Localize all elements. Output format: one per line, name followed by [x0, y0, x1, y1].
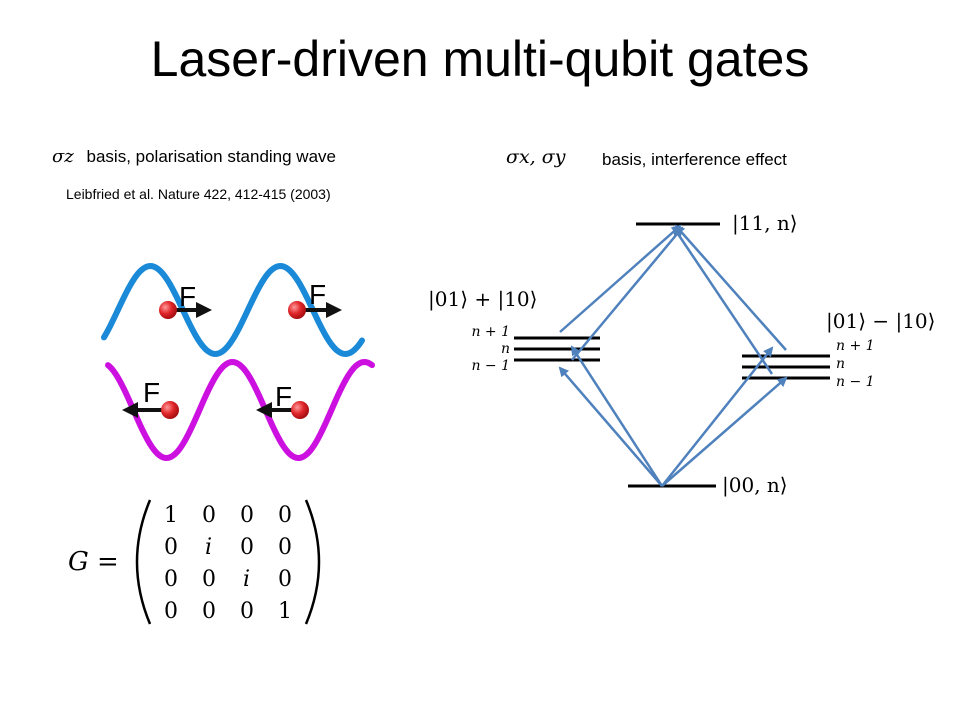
citation: Leibfried et al. Nature 422, 412-415 (20…	[66, 186, 331, 202]
matrix-cell: 0	[202, 599, 216, 624]
matrix-cell: 0	[202, 503, 216, 528]
transition-arrow	[559, 224, 682, 333]
sigma-z-symbol: σz	[52, 146, 74, 167]
transition-arrow	[570, 345, 664, 487]
state-right: |01⟩ − |10⟩	[826, 309, 935, 334]
right-sublevel: n	[836, 356, 845, 372]
matrix-cell: 0	[240, 503, 254, 528]
ion-4	[291, 401, 309, 419]
matrix-cell: 0	[278, 503, 292, 528]
state-top: |11, n⟩	[732, 211, 798, 236]
right-basis-text: basis, interference effect	[602, 150, 787, 169]
right-sublevel: n − 1	[836, 374, 875, 390]
left-basis-text: basis, polarisation standing wave	[86, 147, 336, 166]
transition-arrow	[661, 376, 788, 487]
left-sublevel: n − 1	[471, 358, 510, 374]
upper-standing-wave	[101, 262, 365, 358]
ion-3	[161, 401, 179, 419]
force-label-3: F	[143, 377, 160, 408]
ion-1	[159, 301, 177, 319]
state-left: |01⟩ + |10⟩	[428, 287, 537, 312]
transition-arrow	[571, 226, 684, 361]
lower-standing-wave	[105, 358, 375, 462]
force-label-2: F	[309, 279, 326, 310]
matrix-left-paren	[135, 499, 152, 625]
transition-arrow	[661, 346, 774, 487]
left-basis-heading: σz basis, polarisation standing wave	[52, 146, 336, 167]
force-label-1: F	[179, 281, 196, 312]
matrix-cell: i	[243, 567, 250, 592]
transition-arrow	[558, 366, 663, 487]
matrix-cell: i	[205, 535, 212, 560]
matrix-cell: 0	[278, 567, 292, 592]
page-title: Laser-driven multi-qubit gates	[150, 31, 810, 87]
right-sublevel: n + 1	[836, 338, 875, 354]
matrix-label: G =	[68, 547, 119, 577]
force-label-4: F	[275, 381, 292, 412]
matrix-cell: 0	[164, 535, 178, 560]
left-sublevel: n	[501, 341, 510, 357]
matrix-cell: 0	[240, 535, 254, 560]
matrix-cell: 1	[164, 503, 178, 528]
transition-arrow	[672, 226, 774, 375]
matrix-cell: 0	[164, 567, 178, 592]
transition-arrow	[674, 224, 787, 351]
ion-2	[288, 301, 306, 319]
state-bottom: |00, n⟩	[722, 473, 788, 498]
matrix-cell: 0	[164, 599, 178, 624]
matrix-cell: 0	[202, 567, 216, 592]
matrix-cell: 1	[278, 599, 292, 624]
left-sublevel: n + 1	[471, 324, 510, 340]
matrix-cell: 0	[278, 535, 292, 560]
matrix-right-paren	[304, 499, 321, 625]
matrix-cell: 0	[240, 599, 254, 624]
sigma-xy-symbol: σx, σy	[506, 146, 566, 168]
